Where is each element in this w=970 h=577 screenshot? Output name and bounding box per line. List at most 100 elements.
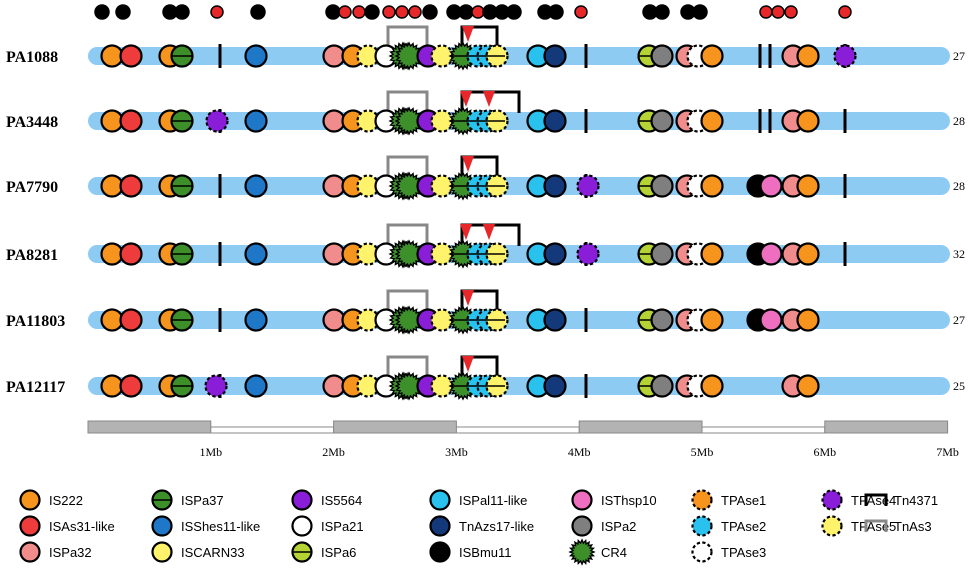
mobile-element <box>244 242 268 266</box>
legend-swatch-icon <box>691 489 713 511</box>
legend-label: ISBmu11 <box>459 545 512 560</box>
mobile-element <box>119 308 143 332</box>
genome-track: PA1088 27 <box>6 25 965 71</box>
variable-site-dot <box>210 5 224 19</box>
legend-item: ISPa32 <box>19 541 92 563</box>
mobile-element <box>650 44 674 68</box>
legend-item: ISPa6 <box>291 541 356 563</box>
genome-label: PA1088 <box>6 49 58 66</box>
mobile-element <box>100 242 124 266</box>
tnas3-bracket <box>386 25 429 48</box>
legend-label: ISShes11-like <box>181 519 260 534</box>
legend-item: TnAzs17-like <box>429 515 534 537</box>
mobile-element <box>700 44 724 68</box>
shared-site-dot <box>325 4 341 20</box>
legend-label: ISPal11-like <box>459 493 527 508</box>
scale-tick-label: 4Mb <box>568 445 591 459</box>
legend-item: IS5564 <box>291 489 362 511</box>
mobile-element <box>244 374 268 398</box>
mobile-element <box>244 174 268 198</box>
mobile-element <box>244 109 268 133</box>
element-count: 27 <box>953 313 965 327</box>
variable-site-dot <box>471 5 485 19</box>
variable-site-dot <box>382 5 396 19</box>
mobile-element <box>700 374 724 398</box>
shared-site-dot <box>94 4 110 20</box>
shared-site-dot <box>548 4 564 20</box>
shared-site-dot <box>692 4 708 20</box>
mobile-element <box>543 242 567 266</box>
legend-label: TnAs3 <box>894 519 932 534</box>
legend-item: ISAs31-like <box>19 515 115 537</box>
tn4371-bracket <box>460 289 499 312</box>
mobile-element <box>576 174 600 198</box>
mobile-element <box>796 308 820 332</box>
variable-site-dot <box>771 5 785 19</box>
variable-site-dot <box>395 5 409 19</box>
chromosome-bar <box>88 47 950 65</box>
element-count: 27 <box>953 49 965 63</box>
element-count: 32 <box>953 247 965 261</box>
genome-track: PA7790 28 <box>6 155 965 201</box>
legend-swatch-icon <box>429 541 451 563</box>
insertion-marker <box>460 91 472 107</box>
variable-site-dot <box>574 5 588 19</box>
mobile-element <box>394 41 424 71</box>
mobile-element <box>394 371 424 401</box>
tnas3-bracket <box>386 289 429 312</box>
chromosome-bar <box>88 377 950 395</box>
mobile-element <box>700 308 724 332</box>
mobile-element <box>394 239 424 269</box>
mobile-element <box>322 44 346 68</box>
insertion-marker <box>462 356 474 372</box>
scale-segment <box>701 426 826 434</box>
legend-label: IS222 <box>49 493 83 508</box>
legend-swatch-icon <box>151 541 173 563</box>
variable-site-dot <box>759 5 773 19</box>
legend-swatch-icon <box>19 515 41 537</box>
legend-label: ISThsp10 <box>601 493 657 508</box>
legend-item: ISShes11-like <box>151 515 260 537</box>
top-dot-row <box>94 4 852 20</box>
legend-swatch-icon <box>821 515 843 537</box>
genome-label: PA3448 <box>6 114 58 131</box>
mobile-element <box>394 305 424 335</box>
mobile-element <box>543 308 567 332</box>
legend-item: ISPa37 <box>151 489 224 511</box>
tn4371-bracket <box>460 355 499 378</box>
chromosome-bar <box>88 177 950 195</box>
mobile-element <box>796 44 820 68</box>
legend-swatch-icon <box>429 489 451 511</box>
legend-swatch-icon <box>291 489 313 511</box>
insertion-marker <box>462 156 474 172</box>
tnas3-bracket <box>386 155 429 178</box>
mobile-element <box>322 308 346 332</box>
scale-segment <box>210 426 335 434</box>
mobile-element <box>119 44 143 68</box>
variable-site-dot <box>338 5 352 19</box>
legend-swatch-icon <box>151 515 173 537</box>
scale-tick-label: 1Mb <box>199 445 222 459</box>
legend-item: TnAs3 <box>864 519 932 534</box>
genome-label: PA7790 <box>6 179 58 196</box>
element-count: 28 <box>953 179 965 193</box>
mobile-element <box>100 174 124 198</box>
mobile-element <box>576 242 600 266</box>
tnas3-bracket <box>386 355 429 378</box>
mobile-element <box>543 44 567 68</box>
legend-item: ISCARN33 <box>151 541 245 563</box>
mobile-element <box>700 109 724 133</box>
legend-swatch-icon <box>291 515 313 537</box>
chromosome-bar <box>88 245 950 263</box>
legend-item: TPAse3 <box>691 541 766 563</box>
mobile-element <box>322 242 346 266</box>
shared-site-dot <box>506 4 522 20</box>
insertion-marker <box>462 26 474 42</box>
mobile-element <box>833 44 857 68</box>
shared-site-dot <box>174 4 190 20</box>
legend-label: IS5564 <box>321 493 362 508</box>
